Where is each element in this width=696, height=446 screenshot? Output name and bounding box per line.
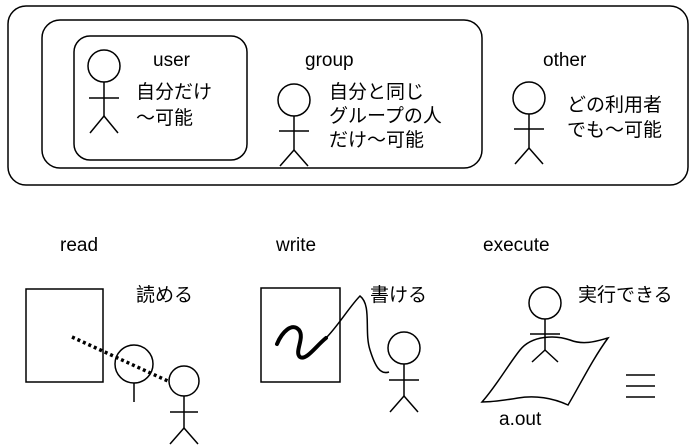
gaze-line: [71, 335, 171, 384]
stick-figure-icon: [87, 49, 121, 134]
perm-label-execute: execute: [483, 235, 550, 256]
perm-label-read: read: [60, 235, 98, 256]
file-label-aout: a.out: [499, 409, 542, 430]
scope-label-group: group: [305, 50, 354, 71]
scope-desc-user-line2: 〜可能: [136, 107, 193, 129]
scope-label-user: user: [153, 50, 191, 71]
middle-box-group: [41, 19, 483, 169]
triple-bar-icon: [626, 374, 655, 398]
perm-desc-write: 書ける: [370, 284, 427, 306]
stick-figure-icon: [528, 286, 562, 363]
scope-desc-group-line3: だけ〜可能: [329, 129, 424, 151]
pen-cord: [325, 295, 390, 374]
scope-desc-group-line1: 自分と同じ: [329, 81, 424, 103]
stick-figure-icon: [277, 83, 311, 167]
scope-label-other: other: [543, 50, 587, 71]
perm-label-write: write: [275, 235, 316, 256]
document-icon: [25, 288, 104, 383]
magnifier-icon: [114, 344, 154, 402]
stick-figure-icon: [168, 365, 200, 445]
outer-box-other: [7, 5, 689, 186]
perm-desc-execute: 実行できる: [578, 284, 673, 306]
stick-figure-icon: [387, 331, 421, 413]
scribble-icon: [275, 325, 328, 360]
scope-desc-group-line2: グループの人: [329, 105, 442, 127]
scope-desc-other-line1: どの利用者: [567, 94, 662, 116]
scope-desc-other-line2: でも〜可能: [567, 119, 662, 141]
scope-desc-user-line1: 自分だけ: [136, 81, 212, 103]
perm-desc-read: 読める: [136, 284, 193, 306]
inner-box-user: [73, 35, 248, 161]
program-sheet-icon: [480, 336, 610, 406]
document-icon: [260, 287, 341, 383]
stick-figure-icon: [512, 81, 546, 165]
